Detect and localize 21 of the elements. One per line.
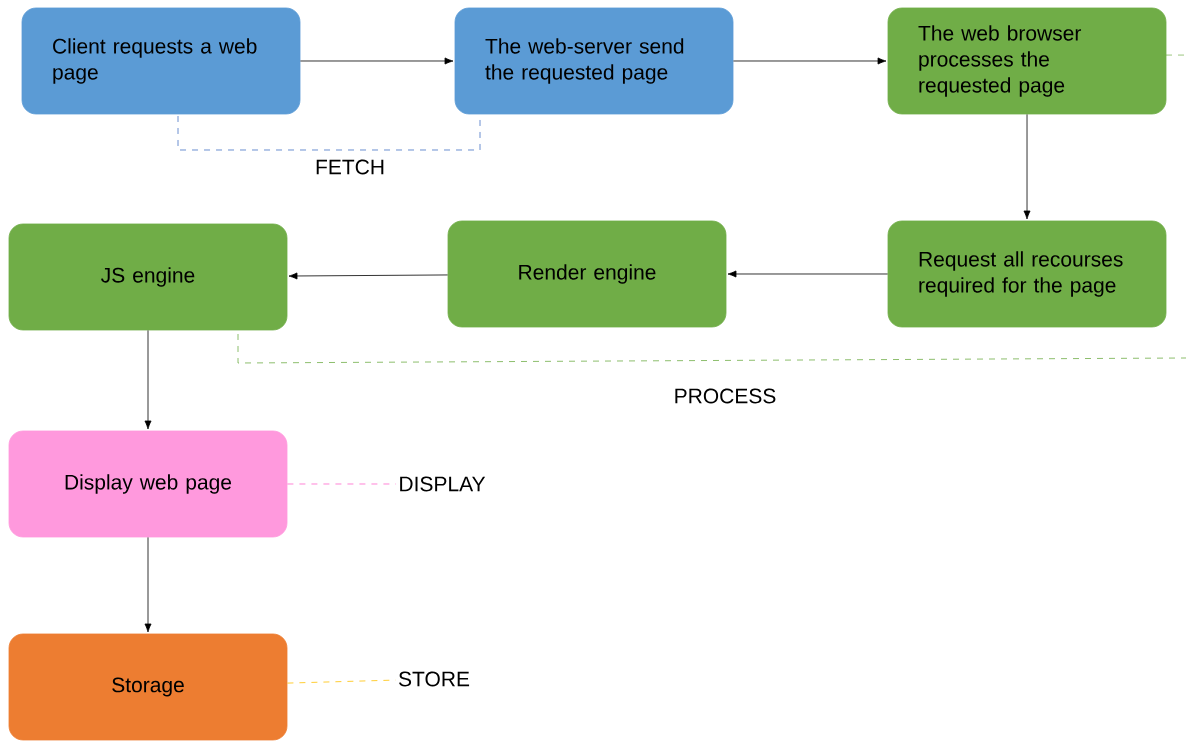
process-box: Render engine (447, 220, 727, 328)
stage-label: FETCH (316, 159, 384, 175)
arrow (1023, 114, 1031, 220)
stage-label: PROCESS (675, 388, 776, 404)
process-box: Storage (8, 633, 288, 741)
stage-label: STORE (398, 671, 470, 687)
arrow (144, 330, 152, 430)
leader-line (287, 483, 397, 485)
leader-line (287, 679, 397, 684)
process-box: JS engine (8, 223, 288, 331)
process-box: Display web page (8, 430, 288, 538)
arrow (300, 57, 454, 65)
stage-label: DISPLAY (400, 476, 486, 492)
process-box: Request all recourses required for the page (887, 220, 1167, 328)
process-box: Client requests a web page (21, 7, 301, 115)
arrow (733, 57, 887, 65)
arrow (144, 537, 152, 633)
process-box: The web browser processes the requested page (887, 7, 1167, 115)
process-box: The web-server send the requested page (454, 7, 734, 115)
arrow (288, 272, 448, 280)
arrow (727, 270, 888, 278)
